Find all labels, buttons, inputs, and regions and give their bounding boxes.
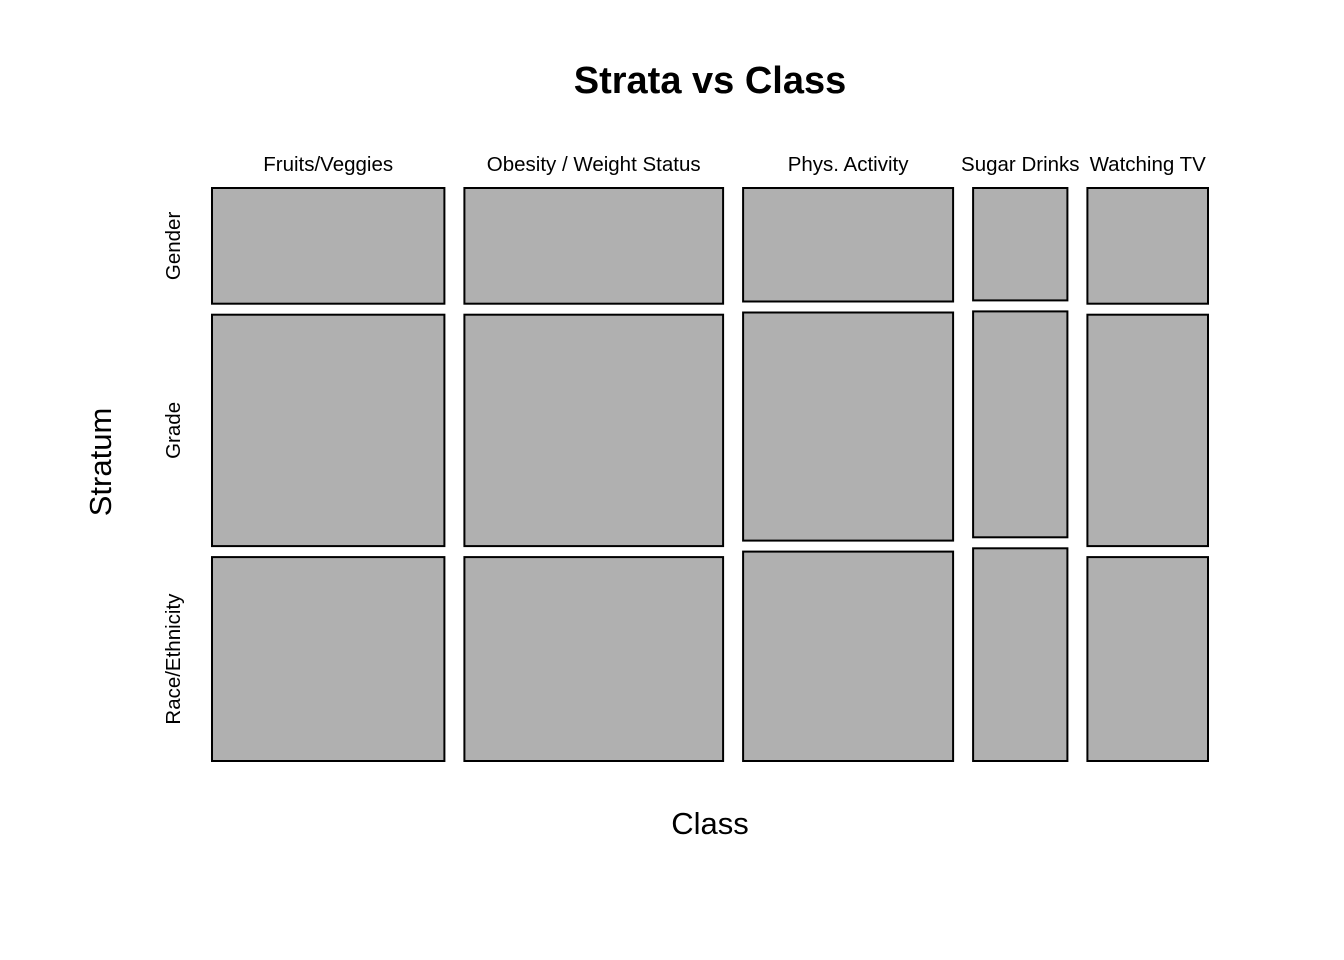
tile-obesity-weight-status-grade	[463, 313, 725, 548]
tile-sugar-drinks-grade	[972, 310, 1069, 539]
class-labels: Fruits/Veggies Obesity / Weight Status Phy…	[263, 153, 1206, 176]
tile-sugar-drinks-race-ethnicity	[972, 547, 1069, 762]
tile-watching-tv-race-ethnicity	[1086, 556, 1210, 762]
tile-sugar-drinks-gender	[972, 187, 1069, 302]
tile-obesity-weight-status-race-ethnicity	[463, 556, 725, 762]
class-label-sugar-drinks: Sugar Drinks	[961, 153, 1080, 176]
stratum-label-gender: Gender	[162, 212, 185, 281]
stratum-label-grade: Grade	[162, 402, 185, 459]
tile-phys-activity-race-ethnicity	[742, 550, 955, 762]
tile-phys-activity-gender	[742, 187, 955, 303]
tile-phys-activity-grade	[742, 311, 955, 542]
x-axis-label: Class	[671, 806, 749, 841]
mosaic-tiles	[211, 187, 1210, 762]
class-label-watching-tv: Watching TV	[1090, 153, 1207, 176]
chart-title: Strata vs Class	[574, 60, 847, 102]
tile-obesity-weight-status-gender	[463, 187, 725, 305]
class-label-fruits-veggies: Fruits/Veggies	[263, 153, 393, 176]
tile-watching-tv-gender	[1086, 187, 1210, 305]
y-axis-label: Stratum	[83, 408, 118, 517]
tile-fruits-veggies-gender	[211, 187, 446, 305]
tile-watching-tv-grade	[1086, 313, 1210, 548]
class-label-phys-activity: Phys. Activity	[788, 153, 910, 176]
stratum-label-race-ethnicity: Race/Ethnicity	[162, 593, 185, 725]
tile-fruits-veggies-race-ethnicity	[211, 556, 446, 762]
tile-fruits-veggies-grade	[211, 313, 446, 548]
class-label-obesity-weight-status: Obesity / Weight Status	[487, 153, 701, 176]
